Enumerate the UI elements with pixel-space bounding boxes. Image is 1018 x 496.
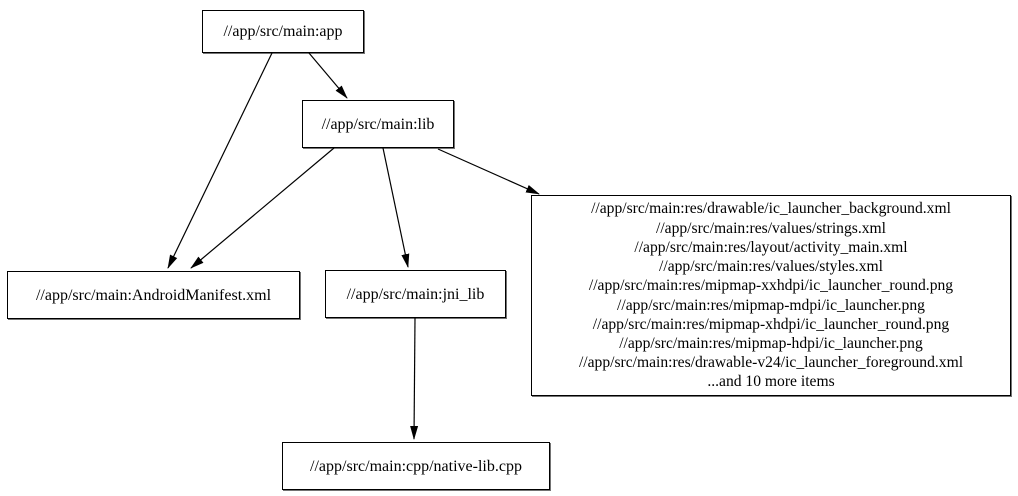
node-android-manifest-label: //app/src/main:AndroidManifest.xml [35,286,272,304]
edge-jni-lib-to-native [410,317,419,440]
node-app: //app/src/main:app [202,10,364,53]
edge-lib-to-jni-lib [382,147,410,268]
resource-line: //app/src/main:res/values/styles.xml [659,258,883,276]
resource-line: //app/src/main:res/drawable/ic_launcher_… [591,200,951,218]
resource-line: //app/src/main:res/mipmap-mdpi/ic_launch… [617,296,925,314]
node-resources-group: //app/src/main:res/drawable/ic_launcher_… [531,195,1011,396]
edge-app-to-lib [308,52,348,99]
resource-line: //app/src/main:res/mipmap-hdpi/ic_launch… [619,334,923,352]
node-native-lib-cpp: //app/src/main:cpp/native-lib.cpp [282,442,550,490]
edge-app-to-manifest [167,52,273,269]
node-lib: //app/src/main:lib [302,100,454,148]
resource-line: //app/src/main:res/values/strings.xml [656,219,886,237]
edge-lib-to-manifest [190,147,335,269]
node-jni-lib: //app/src/main:jni_lib [325,270,506,318]
edge-lib-to-resources [437,148,540,195]
node-jni-lib-label: //app/src/main:jni_lib [346,285,485,303]
node-app-label: //app/src/main:app [223,23,343,40]
node-lib-label: //app/src/main:lib [321,115,435,133]
resource-line: //app/src/main:res/layout/activity_main.… [634,238,908,256]
node-native-lib-cpp-label: //app/src/main:cpp/native-lib.cpp [310,457,522,475]
node-android-manifest: //app/src/main:AndroidManifest.xml [7,271,300,319]
resource-line-more-items: ...and 10 more items [707,373,835,391]
resource-line: //app/src/main:res/drawable-v24/ic_launc… [578,354,964,372]
resource-line: //app/src/main:res/mipmap-xxhdpi/ic_laun… [588,277,954,295]
resource-line: //app/src/main:res/mipmap-xhdpi/ic_launc… [592,315,950,333]
